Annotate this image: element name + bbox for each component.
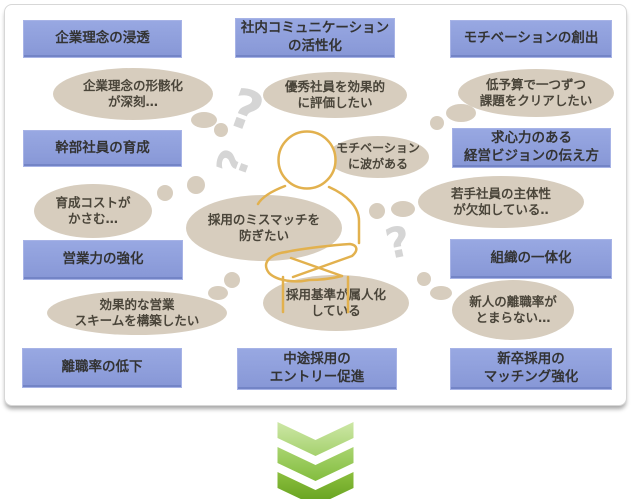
topic-box: 新卒採用の マッチング強化 <box>450 348 612 390</box>
thought-bubble-text: に波がある <box>347 157 408 171</box>
thought-bubble: 低予算で一つずつ 課題をクリアしたい <box>458 69 614 117</box>
thought-bubble-text: 育成コストが <box>55 194 131 210</box>
topic-box-label: 営業力の強化 <box>62 251 144 268</box>
thought-bubble-dot <box>446 104 476 122</box>
thought-bubble: モチベーション に波がある <box>327 136 429 178</box>
thought-bubble-text: スキームを構築したい <box>74 313 200 328</box>
topic-box-label: の活性化 <box>288 38 342 54</box>
thought-bubble-dot <box>417 272 431 286</box>
thought-bubble-text: とまらない… <box>475 310 551 325</box>
chevron-1 <box>277 422 354 456</box>
topic-box-label: モチベーションの創出 <box>463 30 599 47</box>
thought-bubble-dot <box>369 203 385 219</box>
thought-bubble-text: している <box>311 303 361 318</box>
topic-box-label: 経営ビジョンの伝え方 <box>464 148 599 164</box>
thought-bubble-text: 防ぎたい <box>238 228 289 243</box>
thought-bubble: 効果的な営業 スキームを構築したい <box>47 291 227 335</box>
thought-bubble-dot <box>214 123 228 137</box>
thought-bubble-text: が欠如している‥ <box>453 202 549 217</box>
topic-box: モチベーションの創出 <box>450 20 612 58</box>
thought-bubble: 採用基準が属人化 している <box>263 275 409 331</box>
thought-bubble-text: 採用のミスマッチを <box>207 211 321 227</box>
thought-bubble-dot <box>430 116 444 130</box>
thought-bubble: 優秀社員を効果的 に評価したい <box>263 72 407 118</box>
topic-box: 中途採用の エントリー促進 <box>237 348 397 390</box>
thought-bubble-text: 企業理念の形骸化 <box>82 77 183 93</box>
topic-box: 求心力のある 経営ビジョンの伝え方 <box>452 128 611 168</box>
topic-box: 離職率の低下 <box>22 348 182 388</box>
thought-bubble-text: が深刻… <box>107 94 158 109</box>
thought-bubble-dot <box>187 176 205 194</box>
thought-bubble: 採用のミスマッチを 防ぎたい <box>186 195 342 261</box>
thought-bubble-text: 採用基準が属人化 <box>285 286 386 302</box>
thought-bubble-dot <box>157 185 173 201</box>
chevron-3 <box>277 472 354 499</box>
thought-bubble-text: 低予算で一つずつ <box>485 76 586 92</box>
topic-box-label: 社内コミュニケーション <box>240 20 390 37</box>
topic-box: 幹部社員の育成 <box>23 130 182 167</box>
thought-bubble-dot <box>430 286 452 300</box>
thought-bubble: 若手社員の主体性 が欠如している‥ <box>418 176 584 228</box>
thought-bubble-dot <box>224 272 240 288</box>
thought-bubble-text: 課題をクリアしたい <box>479 93 593 108</box>
topic-box-label: 離職率の低下 <box>61 359 143 376</box>
thought-bubble-text: 若手社員の主体性 <box>450 185 551 201</box>
thought-bubble: 育成コストが かさむ… <box>34 184 152 238</box>
chevron-2 <box>277 447 354 481</box>
thought-bubble-dot <box>208 286 228 300</box>
topic-box: 社内コミュニケーション の活性化 <box>235 18 395 58</box>
topic-box-label: 幹部社員の育成 <box>55 139 150 156</box>
thought-bubble-text: 優秀社員を効果的 <box>284 78 385 94</box>
topic-box: 組織の一体化 <box>450 239 612 279</box>
thought-bubble: 新人の離職率が とまらない… <box>452 280 574 340</box>
topic-box: 営業力の強化 <box>23 240 183 280</box>
thought-bubble-text: に評価したい <box>297 95 373 110</box>
topic-box: 企業理念の浸透 <box>23 20 182 58</box>
topic-box-label: エントリー促進 <box>269 369 365 385</box>
topic-box-label: マッチング強化 <box>483 369 579 385</box>
topic-box-label: 組織の一体化 <box>490 250 572 267</box>
thought-bubble: 企業理念の形骸化 が深刻… <box>53 68 213 120</box>
topic-box-label: 新卒採用の <box>497 351 565 368</box>
topic-box-label: 求心力のある <box>491 130 572 147</box>
topic-box-label: 企業理念の浸透 <box>55 30 150 47</box>
thought-bubble-text: 新人の離職率が <box>469 293 557 309</box>
thought-bubble-text: 効果的な営業 <box>99 296 175 312</box>
thought-bubble-dot <box>391 201 415 217</box>
thought-bubble-text: モチベーション <box>336 141 420 156</box>
thought-bubble-text: かさむ… <box>67 211 118 226</box>
thought-bubble-dot <box>191 112 217 128</box>
topic-box-label: 中途採用の <box>283 351 351 368</box>
